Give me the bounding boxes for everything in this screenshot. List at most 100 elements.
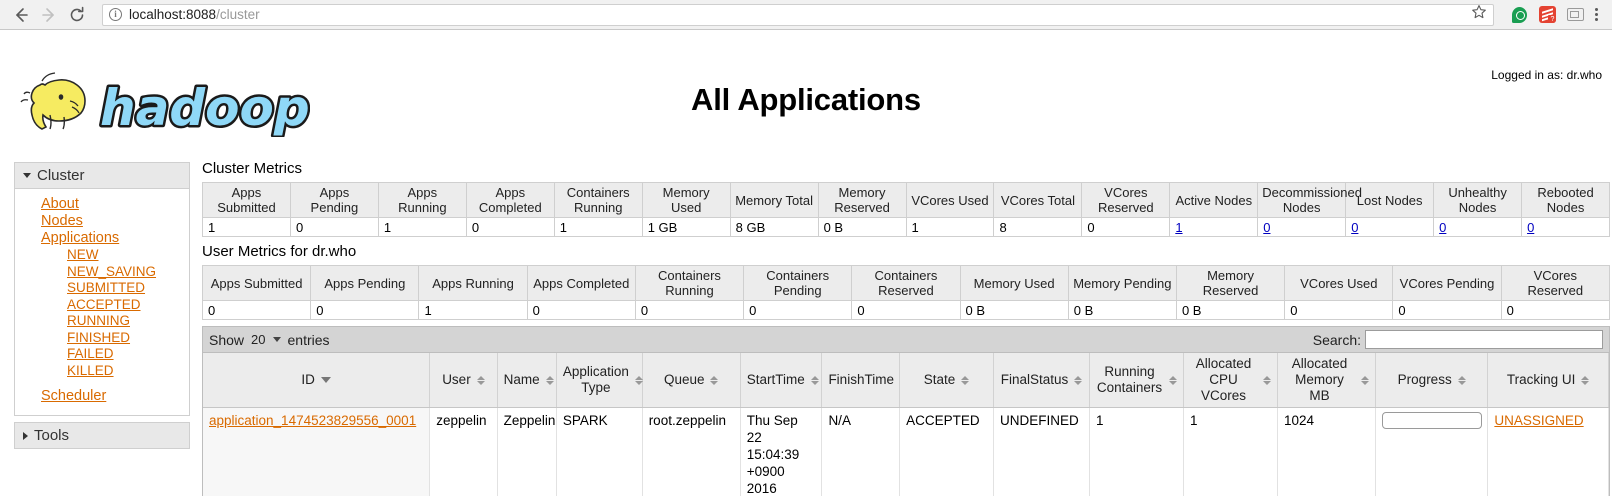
cluster-metric-value-apps-submitted: 1: [202, 217, 291, 237]
column-header-starttime[interactable]: StartTime: [740, 353, 823, 408]
cluster-metric-link-decommissioned-nodes[interactable]: 0: [1263, 219, 1271, 235]
user-metric-value-vcores-pending: 0: [1392, 300, 1502, 320]
sidebar-item-failed[interactable]: FAILED: [67, 346, 114, 361]
page-length-select[interactable]: 20: [249, 332, 283, 347]
sidebar-item-applications[interactable]: Applications: [41, 230, 120, 246]
sidebar: Cluster About Nodes Applications NEW NEW…: [14, 162, 190, 449]
cell-id[interactable]: application_1474523829556_0001: [203, 407, 431, 496]
sort-both-icon[interactable]: [634, 375, 643, 385]
forward-arrow-icon[interactable]: [36, 2, 62, 28]
user-metric-value-memory-reserved: 0 B: [1175, 300, 1286, 320]
kebab-menu-icon[interactable]: [1591, 8, 1604, 21]
sort-both-icon[interactable]: [1457, 375, 1466, 385]
column-header-id[interactable]: ID: [203, 353, 431, 408]
sidebar-section-tools[interactable]: Tools: [14, 422, 190, 449]
column-header-finalstatus[interactable]: FinalStatus: [993, 353, 1091, 408]
column-header-allocated-cpu-vcores[interactable]: Allocated CPU VCores: [1183, 353, 1278, 408]
cluster-metric-link-unhealthy-nodes[interactable]: 0: [1439, 219, 1447, 235]
cluster-metric-value-rebooted-nodes[interactable]: 0: [1521, 217, 1610, 237]
site-info-icon[interactable]: i: [109, 8, 122, 21]
column-header-user[interactable]: User: [429, 353, 498, 408]
sort-both-icon[interactable]: [1074, 375, 1083, 385]
sidebar-cluster-links: About Nodes Applications NEW NEW_SAVING …: [14, 189, 190, 416]
sidebar-item-new-saving[interactable]: NEW_SAVING: [67, 263, 157, 279]
sort-both-icon[interactable]: [961, 375, 970, 385]
sidebar-item-running[interactable]: RUNNING: [67, 313, 130, 328]
sort-both-icon[interactable]: [1361, 375, 1370, 385]
user-metric-header-vcores-used: VCores Used: [1284, 265, 1394, 301]
cluster-metric-value-decommissioned-nodes[interactable]: 0: [1257, 217, 1347, 237]
tracking-ui-link[interactable]: UNASSIGNED: [1494, 413, 1584, 428]
hangouts-icon[interactable]: [1510, 5, 1529, 24]
sidebar-item-killed[interactable]: KILLED: [67, 362, 114, 378]
cluster-metric-value-lost-nodes[interactable]: 0: [1345, 217, 1435, 237]
application-id-link[interactable]: application_1474523829556_0001: [209, 413, 417, 428]
column-header-allocated-memory-mb[interactable]: Allocated Memory MB: [1277, 353, 1377, 408]
chevron-down-icon: [272, 337, 281, 342]
url-text: localhost:8088/cluster: [129, 7, 1465, 22]
sort-both-icon[interactable]: [1581, 375, 1590, 385]
sort-both-icon[interactable]: [1169, 375, 1177, 385]
user-metric-header-memory-used: Memory Used: [959, 265, 1069, 301]
column-header-running-containers[interactable]: Running Containers: [1089, 353, 1184, 408]
sort-both-icon[interactable]: [476, 375, 485, 385]
column-header-queue[interactable]: Queue: [642, 353, 741, 408]
reload-icon[interactable]: [64, 2, 90, 28]
column-header-application-type[interactable]: Application Type: [556, 353, 643, 408]
sidebar-item-nodes[interactable]: Nodes: [41, 213, 83, 229]
search-input[interactable]: [1365, 330, 1603, 349]
applications-datatable: Show 20 entries Search:: [202, 326, 1610, 496]
sort-both-icon[interactable]: [1262, 375, 1271, 385]
cluster-metric-link-lost-nodes[interactable]: 0: [1351, 219, 1359, 235]
sidebar-item-submitted[interactable]: SUBMITTED: [67, 280, 146, 295]
cluster-metric-value-memory-used: 1 GB: [641, 217, 731, 237]
user-metric-header-memory-pending: Memory Pending: [1067, 265, 1177, 301]
sidebar-item-new[interactable]: NEW: [67, 247, 99, 262]
sort-both-icon[interactable]: [710, 375, 719, 385]
column-header-finishtime[interactable]: FinishTime: [821, 353, 908, 408]
cluster-metric-value-unhealthy-nodes[interactable]: 0: [1433, 217, 1523, 237]
cluster-metric-value-vcores-reserved: 0: [1081, 217, 1171, 237]
column-header-label: Progress: [1397, 372, 1452, 387]
column-header-name[interactable]: Name: [497, 353, 557, 408]
search-control: Search:: [1313, 330, 1603, 349]
cell-user: zeppelin: [429, 407, 498, 496]
cluster-metric-link-active-nodes[interactable]: 1: [1175, 219, 1183, 235]
sort-both-icon[interactable]: [545, 375, 554, 385]
user-metric-value-vcores-reserved: 0: [1500, 300, 1611, 320]
page-length-control: Show 20 entries: [209, 332, 330, 348]
address-bar[interactable]: i localhost:8088/cluster: [102, 3, 1494, 26]
sidebar-item-accepted[interactable]: ACCEPTED: [67, 296, 141, 312]
column-header-label: StartTime: [746, 372, 805, 387]
datatable-controls: Show 20 entries Search:: [203, 327, 1609, 353]
back-arrow-icon[interactable]: [8, 2, 34, 28]
extension-icons: ?: [1502, 5, 1589, 24]
column-header-progress[interactable]: Progress: [1375, 353, 1489, 408]
sidebar-item-finished[interactable]: FINISHED: [67, 329, 131, 345]
search-label: Search:: [1312, 331, 1361, 348]
sidebar-item-scheduler[interactable]: Scheduler: [41, 388, 107, 404]
browser-toolbar: i localhost:8088/cluster ?: [0, 0, 1612, 30]
star-icon[interactable]: [1471, 4, 1487, 25]
sidebar-item-about[interactable]: About: [41, 196, 79, 212]
cell-queue: root.zeppelin: [642, 407, 741, 496]
user-metric-header-apps-completed: Apps Completed: [526, 265, 636, 301]
column-header-label: User: [442, 372, 471, 387]
sidebar-section-cluster[interactable]: Cluster: [14, 162, 190, 189]
column-header-tracking-ui[interactable]: Tracking UI: [1487, 353, 1609, 408]
cell-tracking-ui[interactable]: UNASSIGNED: [1487, 407, 1609, 496]
cast-icon[interactable]: [1566, 5, 1585, 24]
cell-name: Zeppelin: [497, 407, 557, 496]
hadoop-logo[interactable]: hadoop hadoop: [12, 67, 312, 140]
cluster-metric-header-active-nodes: Active Nodes: [1169, 182, 1259, 218]
sort-desc-icon[interactable]: [320, 377, 331, 383]
cluster-metric-value-vcores-total: 8: [993, 217, 1083, 237]
sort-both-icon[interactable]: [810, 375, 819, 385]
column-header-state[interactable]: State: [899, 353, 995, 408]
cluster-metric-value-active-nodes[interactable]: 1: [1169, 217, 1259, 237]
todoist-icon[interactable]: ?: [1538, 5, 1557, 24]
cluster-metric-link-rebooted-nodes[interactable]: 0: [1527, 219, 1535, 235]
